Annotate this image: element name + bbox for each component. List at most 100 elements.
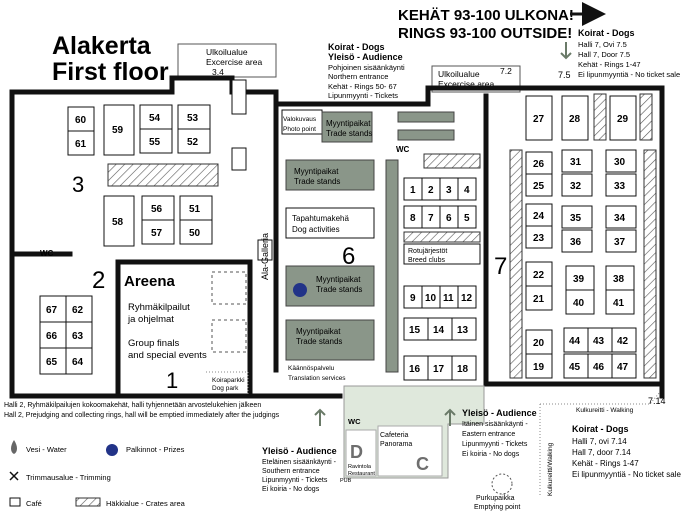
ring-21 — [525, 285, 553, 311]
ring-label: 1 — [410, 185, 416, 196]
cafeteria-line2: Panorama — [380, 441, 412, 448]
south-line4: Ei koiria - No dogs — [262, 486, 320, 493]
ring-64 — [65, 347, 93, 375]
east-title: Yleisö - Audience — [462, 408, 537, 418]
ring-63 — [65, 321, 93, 349]
entrance-arrow-icon — [444, 408, 456, 426]
ring-label: 60 — [75, 115, 87, 126]
ring-label: 22 — [533, 270, 545, 281]
emptying-point-icon — [491, 473, 513, 495]
legend-water: Vesi - Water — [26, 445, 67, 454]
entrance-arrow-icon — [314, 408, 326, 426]
door-code-east: 7.2 — [500, 66, 512, 76]
stairs-north — [231, 79, 247, 115]
ring-31 — [561, 149, 593, 173]
north-line-2: Northern entrance — [328, 72, 388, 81]
entrance-arrow-icon — [560, 42, 572, 60]
notice-en: RINGS 93-100 OUTSIDE! — [398, 25, 572, 42]
ring-label: 24 — [533, 211, 545, 222]
ring-22 — [525, 261, 553, 287]
ring-label: 52 — [187, 137, 199, 148]
ring-label: 66 — [46, 331, 58, 342]
ring-label: 58 — [112, 217, 124, 228]
ring-label: 50 — [189, 228, 201, 239]
legend-cafe: Café — [26, 499, 42, 508]
ring-label: 13 — [457, 325, 469, 336]
wc-cafe: WC — [348, 417, 361, 426]
east-line3: Lipunmyynti - Tickets — [462, 441, 528, 448]
ring-20 — [525, 329, 553, 355]
hall7-top-title: Koirat - Dogs — [578, 28, 635, 38]
crates-legend-icon — [75, 497, 101, 507]
hall7-bottom-title: Koirat - Dogs — [572, 424, 629, 434]
ring-43 — [587, 327, 613, 353]
ring-61 — [67, 130, 95, 156]
hall-note-1: Halli 2, Ryhmäkilpailujen kokoomakehät, … — [4, 402, 261, 409]
clubs-en: Breed clubs — [408, 257, 445, 264]
ring-label: 7 — [428, 213, 434, 224]
ring-label: 9 — [410, 293, 416, 304]
ring-label: 10 — [425, 293, 437, 304]
south-line1: Eteläinen sisäänkäynti - — [262, 459, 337, 466]
hall-2-label: 2 — [92, 267, 105, 294]
ring-label: 2 — [428, 185, 434, 196]
ring-27 — [525, 95, 553, 141]
ring-label: 6 — [446, 213, 452, 224]
event-en: Dog activities — [292, 225, 340, 234]
ring-44 — [563, 327, 589, 353]
wc-hall2: WC — [40, 249, 54, 258]
crates-h7-top — [593, 93, 607, 141]
ring-5 — [457, 205, 477, 229]
restaurant-line2: Restaurant — [348, 471, 375, 477]
ring-52 — [177, 128, 211, 154]
cafeteria-c — [377, 425, 443, 477]
ring-39 — [565, 265, 595, 291]
ring-label: 38 — [613, 274, 625, 285]
hall-note-2: Hall 2, Prejudging and collecting rings,… — [4, 412, 280, 419]
gallery-label: Ala-Galleria — [260, 233, 270, 280]
wall-east — [517, 85, 665, 399]
hall7-bottom-line2: Hall 7, door 7.14 — [572, 448, 631, 457]
north-line-4: Lipunmyynti - Tickets — [328, 91, 398, 100]
walking-horizontal: Kulkureitti - Walking — [576, 407, 634, 414]
ring-label: 16 — [409, 364, 421, 375]
ring-23 — [525, 225, 553, 249]
ring-label: 25 — [533, 181, 545, 192]
trade-en: Trade stands — [326, 129, 372, 138]
ring-33 — [605, 173, 637, 197]
ring-label: 54 — [149, 113, 161, 124]
ring-25 — [525, 173, 553, 197]
ring-label: 14 — [433, 325, 445, 336]
ring-label: 12 — [461, 293, 473, 304]
ring-32 — [561, 173, 593, 197]
ring-13 — [451, 317, 477, 341]
event-fi: Tapahtumakehä — [292, 214, 349, 223]
ring-label: 17 — [433, 364, 445, 375]
cafeteria-line1: Cafeteria — [380, 432, 409, 439]
ring-label: 61 — [75, 139, 87, 150]
ring-36 — [561, 229, 593, 253]
ring-label: 23 — [533, 233, 545, 244]
ring-label: 34 — [614, 213, 626, 224]
south-line2: Southern entrance — [262, 468, 320, 475]
ring-label: 67 — [46, 305, 58, 316]
ring-label: 15 — [409, 325, 421, 336]
ring-label: 41 — [613, 298, 625, 309]
areena-rings-outline — [211, 271, 247, 353]
ring-label: 59 — [112, 125, 124, 136]
stand-bar-1 — [397, 111, 455, 123]
cafe-icon — [9, 497, 21, 507]
ring-label: 35 — [570, 213, 582, 224]
hall-3-label: 3 — [72, 172, 84, 197]
ring-38 — [605, 265, 635, 291]
ring-label: 8 — [410, 213, 416, 224]
ring-label: 40 — [573, 298, 585, 309]
ring-label: 55 — [149, 137, 161, 148]
areena-line4: and special events — [128, 350, 207, 361]
north-title-1: Koirat - Dogs — [328, 42, 385, 52]
crates-area-hall6b — [403, 231, 481, 243]
north-line-3: Kehät - Rings 50- 67 — [328, 82, 397, 91]
ring-37 — [605, 229, 637, 253]
ring-28 — [561, 95, 589, 141]
